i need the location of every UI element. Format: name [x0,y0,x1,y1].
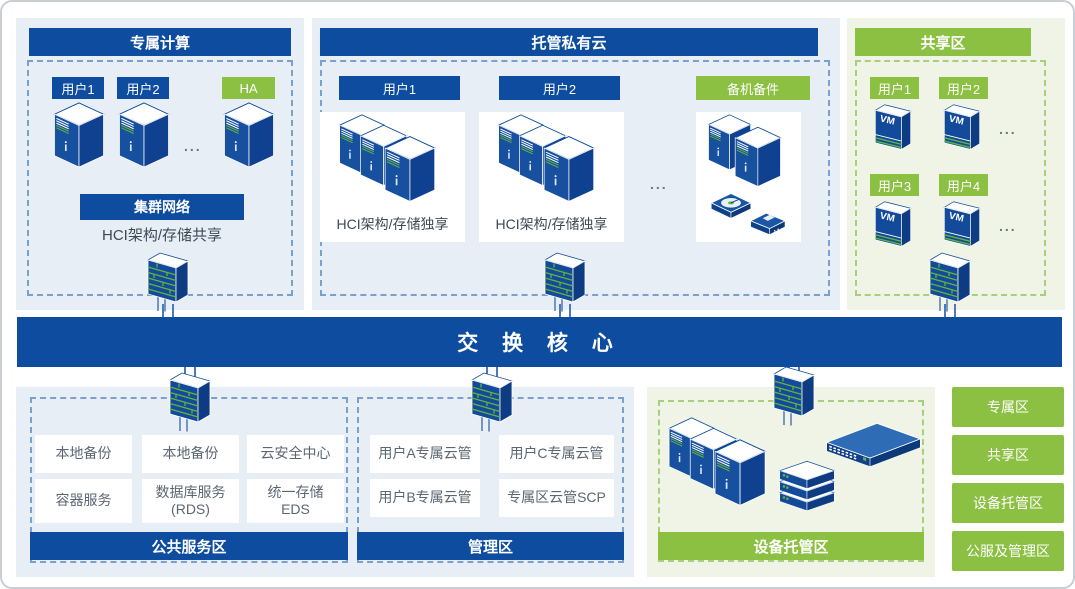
firewall-icon [469,370,515,432]
connector-line [162,304,164,317]
user1-chip: 用户1 [52,77,104,99]
user4-chip: 用户4 [939,174,988,196]
user1-hci-box: HCI架构/存储独享 [320,112,465,242]
connector-line [172,304,174,317]
server-cluster-icon [334,114,452,208]
firewall-icon [167,370,213,432]
connector-line [569,304,571,317]
service-box: 数据库服务 (RDS) [142,479,239,523]
user2-chip: 用户2 [117,77,169,99]
public-service-footer: 公共服务区 [30,532,348,560]
tower-server-icon [52,102,106,168]
firewall-icon [542,250,588,312]
connector-line [194,367,196,379]
switch-core-bar: 交 换 核 心 [17,317,1062,367]
hard-drives-icon [705,190,793,238]
managed-private-cloud-header: 托管私有云 [320,28,818,56]
user3-chip: 用户3 [870,174,919,196]
hci-caption: HCI架构/存储独享 [495,216,608,232]
management-box: 专属区云管SCP [499,479,614,517]
rack-server-icon [778,456,836,516]
connector-line [944,304,946,317]
vm-server-icon [941,101,983,155]
hci-caption: HCI架构/存储独享 [336,216,449,232]
ellipsis: ... [650,176,668,192]
service-box: 云安全中心 [247,435,344,473]
ellipsis: ... [184,138,202,154]
server-pair-icon [706,114,792,190]
vm-server-icon [872,198,914,252]
server-cluster-icon [493,114,611,208]
user1-chip: 用户1 [870,77,919,99]
public-and-management-panel: 本地备份 本地备份 云安全中心 容器服务 数据库服务 (RDS) 统一存储 ED… [16,387,634,577]
server-cluster-icon [667,417,779,512]
management-box: 用户A专属云管 [370,435,480,473]
legend-item-public-management: 公服及管理区 [952,531,1064,571]
tower-server-icon [117,102,171,168]
shared-zone-header: 共享区 [855,28,1031,56]
connector-line [496,367,498,379]
cluster-network-bar: 集群网络 [80,194,244,220]
connector-line [184,367,186,379]
service-box: 统一存储 EDS [247,479,344,523]
ha-chip: HA [222,77,275,99]
connector-line [954,304,956,317]
management-footer: 管理区 [357,532,624,560]
user1-chip: 用户1 [339,76,460,100]
legend-item-dedicated: 专属区 [952,387,1064,427]
tower-server-icon [222,102,276,168]
service-box: 本地备份 [142,435,239,473]
spare-parts-chip: 备机备件 [696,76,810,100]
user2-chip: 用户2 [499,76,620,100]
connector-line [486,367,488,379]
ellipsis: ... [999,218,1017,234]
user2-hci-box: HCI架构/存储独享 [479,112,624,242]
vm-server-icon [941,198,983,252]
rack-switch-icon [825,417,922,473]
firewall-icon [927,250,973,312]
management-box: 用户C专属云管 [499,435,614,473]
shared-zone-panel: 共享区 用户1 用户2 ... 用户3 用户4 ... [847,18,1065,310]
ellipsis: ... [999,121,1017,137]
equipment-hosting-footer: 设备托管区 [658,532,924,560]
service-box: 容器服务 [35,479,132,523]
dedicated-computing-header: 专属计算 [29,28,291,56]
spare-parts-box [696,112,801,242]
connector-line [559,304,561,317]
legend-item-shared: 共享区 [952,435,1064,475]
legend-item-hosting: 设备托管区 [952,483,1064,523]
vm-server-icon [872,101,914,155]
management-box: 用户B专属云管 [370,479,480,517]
user2-chip: 用户2 [939,77,988,99]
dedicated-caption: HCI架构/存储共享 [101,227,222,244]
firewall-icon [145,250,191,312]
service-box: 本地备份 [35,435,132,473]
